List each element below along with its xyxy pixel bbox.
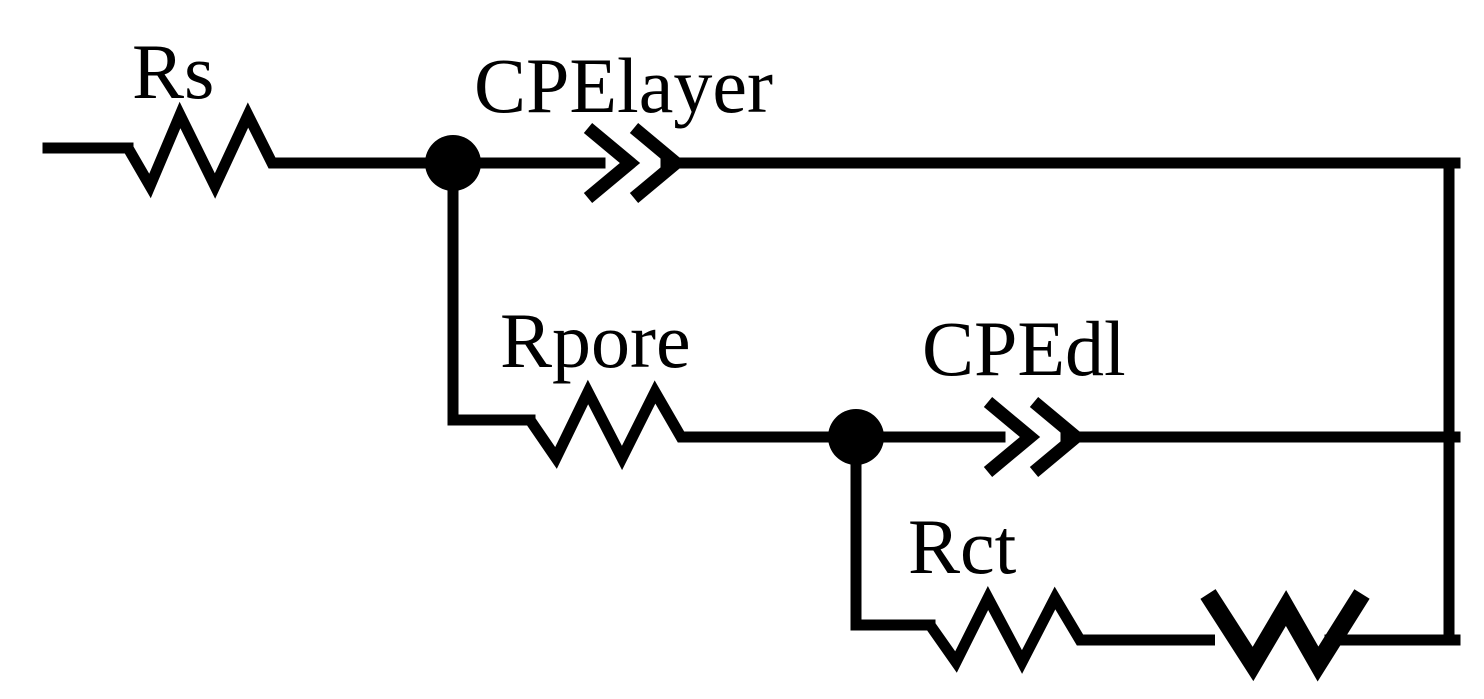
node2-to-bottom-branch-wire: [850, 431, 936, 631]
component-rct: Rct: [908, 503, 1215, 674]
component-warburg: [1200, 589, 1461, 682]
component-rpore: Rpore: [500, 297, 856, 471]
rs-resistor-zigzag: [123, 101, 453, 199]
node1-to-middle-branch-wire: [447, 157, 536, 426]
warburg-w-symbol-icon: [1200, 589, 1370, 682]
rpore-label: Rpore: [500, 297, 691, 384]
rct-label: Rct: [908, 503, 1017, 590]
cpelayer-label: CPElayer: [474, 42, 773, 129]
cpedl-label: CPEdl: [922, 305, 1126, 392]
rct-resistor-zigzag: [925, 585, 1215, 674]
cpe-chevron-1-icon: [583, 123, 641, 203]
rs-label: Rs: [132, 28, 214, 115]
component-cpedl: CPEdl: [850, 305, 1461, 477]
component-rs: Rs: [42, 28, 453, 199]
cpedl-chevron-1-icon: [983, 397, 1041, 477]
rpore-resistor-zigzag: [525, 379, 856, 471]
component-cpelayer: CPElayer: [447, 42, 1461, 203]
